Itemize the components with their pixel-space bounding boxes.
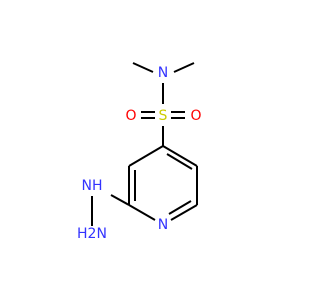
atom-o-left: O xyxy=(125,108,136,124)
bond-c6-n1 xyxy=(170,204,198,221)
bond-c6-n1-inner xyxy=(168,200,192,215)
bond-n1-c2 xyxy=(128,204,156,221)
atom-nh-hydrazine: NH xyxy=(82,178,103,194)
bond-c4-c5-inner xyxy=(166,153,193,170)
atom-s-sulfonyl: S xyxy=(159,108,168,124)
atom-o-right: O xyxy=(190,108,201,124)
bond-c2-nh xyxy=(110,194,130,206)
bond-methyl-left xyxy=(132,62,154,73)
bond-methyl-right xyxy=(173,62,195,73)
atom-n-pyridine: N xyxy=(158,217,168,233)
atom-n-amide: N xyxy=(158,65,168,81)
bond-c4-c3 xyxy=(128,145,164,167)
molecule-canvas: N S O O N NH H2N xyxy=(77,62,202,242)
atom-h2n-hydrazine: H2N xyxy=(77,226,107,242)
bond-c4-c5 xyxy=(162,145,198,167)
molecule-structure: N S O O N NH H2N xyxy=(77,62,202,242)
